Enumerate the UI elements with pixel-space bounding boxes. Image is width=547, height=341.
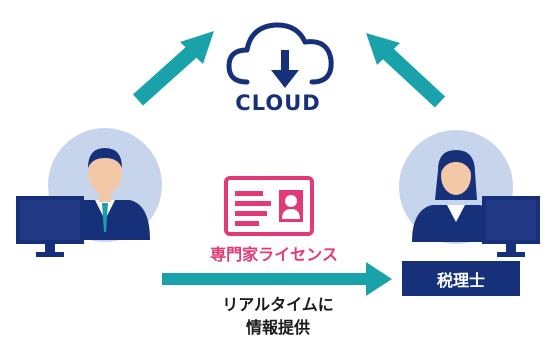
monitor-icon-right bbox=[482, 196, 540, 257]
license-label: 専門家ライセンス bbox=[210, 245, 338, 264]
realtime-info-line2: 情報提供 bbox=[245, 318, 310, 337]
cloud-download-icon bbox=[226, 22, 334, 88]
tax-accountant-badge-bg bbox=[402, 261, 520, 296]
realtime-info-line1: リアルタイムに bbox=[222, 295, 334, 314]
right-arrow-to-cloud bbox=[366, 33, 446, 108]
license-card-icon bbox=[224, 176, 314, 236]
arrow-to-tax-accountant bbox=[162, 262, 392, 296]
left-arrow-to-cloud bbox=[132, 31, 214, 106]
tax-accountant-badge: 税理士 bbox=[436, 270, 485, 290]
cloud-label: CLOUD bbox=[235, 91, 321, 115]
monitor-icon bbox=[16, 196, 84, 257]
